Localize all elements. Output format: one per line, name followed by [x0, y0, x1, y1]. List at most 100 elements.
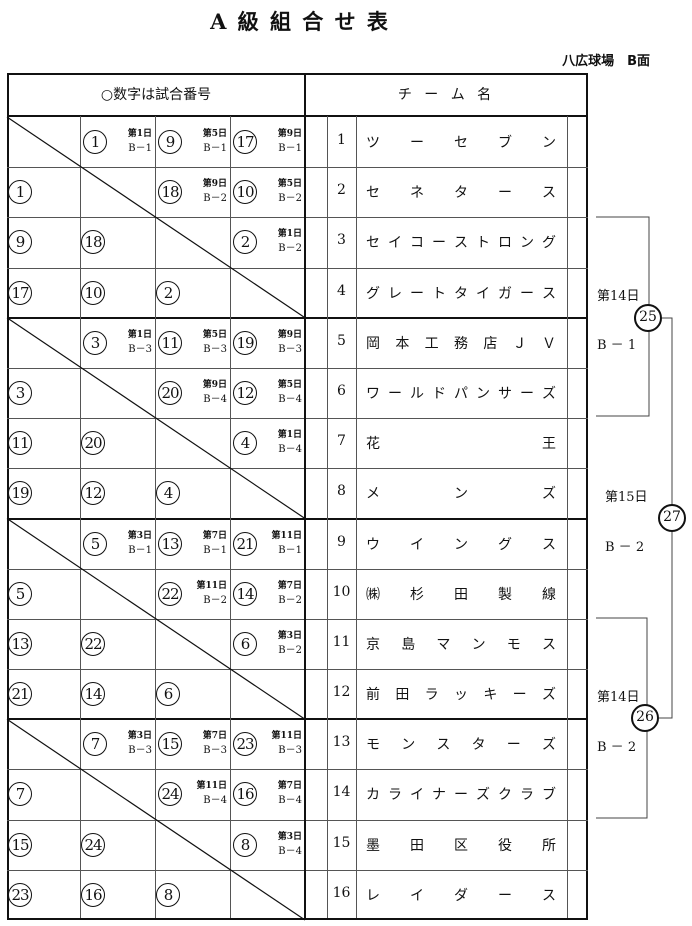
team-name-char: ン — [520, 235, 534, 252]
match-court: B－2 — [278, 243, 302, 255]
team-name: 京島マンモス — [366, 634, 556, 654]
team-name: ㈱杉田製線 — [366, 584, 556, 604]
team-name-char: ス — [542, 285, 556, 302]
match-number-circle: 15 — [158, 732, 182, 757]
match-day: 第9日 — [277, 129, 302, 139]
match-number-circle: 6 — [233, 631, 257, 656]
team-name-char: ー — [498, 185, 512, 202]
team-name-char: 区 — [454, 837, 468, 854]
team-name: ウイングス — [366, 534, 556, 554]
team-name-char: ト — [432, 285, 446, 302]
team-name: 墨田区役所 — [366, 835, 556, 855]
team-name: モンスターズ — [366, 734, 556, 754]
row-divider — [7, 718, 588, 721]
team-name-char: ワ — [366, 385, 380, 402]
match-number-circle: 14 — [81, 682, 105, 707]
team-name-char: コ — [410, 235, 424, 252]
team-name-char: ン — [476, 385, 490, 402]
match-number-circle: 1 — [8, 180, 32, 205]
match-day: 第5日 — [277, 179, 302, 190]
team-name-char: 務 — [453, 335, 468, 352]
team-name-char: ス — [436, 737, 451, 754]
team-name-char: セ — [454, 135, 468, 151]
match-day: 第1日 — [277, 430, 302, 441]
team-name-char: タ — [471, 737, 486, 754]
match-court: B－4 — [278, 393, 302, 405]
team-name-char: グ — [366, 285, 380, 302]
final-match-number: 27 — [658, 504, 686, 532]
team-name-char: ト — [476, 235, 490, 252]
row-divider — [7, 869, 588, 871]
team-name-char: モ — [366, 737, 380, 754]
header-match-note: ○数字は試合番号 — [100, 87, 212, 103]
match-number-circle: 19 — [233, 330, 257, 355]
match-court: B－4 — [278, 444, 302, 456]
match-court: B－2 — [203, 193, 227, 205]
match-day: 第3日 — [277, 630, 302, 641]
match-number-circle: 5 — [8, 581, 32, 606]
match-number-circle: 9 — [8, 230, 32, 255]
match-number-circle: 8 — [156, 882, 180, 907]
match-number-circle: 13 — [8, 631, 32, 656]
match-day: 第1日 — [127, 329, 152, 340]
match-number-circle: 7 — [8, 782, 32, 807]
row-divider — [7, 418, 588, 420]
match-number-circle: 12 — [233, 380, 257, 405]
group-diagonal — [6, 718, 306, 921]
team-name-char: ー — [520, 385, 534, 402]
group-diagonal — [6, 116, 306, 319]
match-number-circle: 13 — [158, 531, 182, 556]
team-name-char: グ — [542, 235, 556, 252]
team-name-char: ズ — [541, 687, 556, 704]
header-team-name: チ ー ム 名 — [397, 87, 496, 103]
column-divider — [230, 116, 231, 918]
team-name-char: 線 — [542, 586, 556, 603]
team-name-char: 島 — [401, 636, 416, 653]
match-court: B－1 — [278, 143, 302, 154]
match-number-circle: 19 — [8, 481, 32, 506]
match-number-circle: 18 — [81, 230, 105, 255]
match-court: B－2 — [278, 594, 302, 606]
team-name-char: 工 — [424, 335, 439, 352]
team-name-char: 京 — [366, 636, 380, 653]
team-name-char: サ — [498, 385, 512, 402]
match-number-circle: 18 — [158, 180, 182, 205]
team-number: 11 — [332, 633, 351, 650]
match-number-circle: 17 — [8, 280, 32, 305]
row-divider — [7, 568, 588, 570]
match-day: 第11日 — [196, 781, 227, 792]
team-number: 10 — [332, 583, 351, 600]
column-divider — [80, 116, 81, 918]
match-number-circle: 15 — [8, 832, 32, 857]
match-day: 第5日 — [277, 379, 302, 390]
row-divider — [7, 367, 588, 369]
team-name-char: ー — [410, 285, 424, 302]
match-day: 第9日 — [202, 179, 227, 190]
team-name-char: 田 — [395, 687, 410, 704]
team-name-char: ㈱ — [366, 586, 380, 603]
team-name-char: ラ — [424, 687, 439, 704]
match-court: B－1 — [278, 544, 302, 556]
match-day: 第5日 — [202, 329, 227, 340]
row-divider — [7, 468, 588, 470]
match-number-circle: 16 — [233, 782, 257, 807]
team-number: 7 — [337, 433, 346, 450]
team-name-char: モ — [506, 636, 521, 653]
team-name: カライナーズクラブ — [366, 784, 556, 804]
match-number-circle: 21 — [8, 682, 32, 707]
team-name-char: ラ — [388, 787, 402, 804]
team-name-char: カ — [366, 787, 380, 804]
team-name-char: 役 — [498, 837, 512, 854]
team-name: ワールドパンサーズ — [366, 383, 556, 403]
match-day: 第7日 — [202, 530, 227, 541]
match-court: B－1 — [203, 143, 227, 154]
match-number-circle: 20 — [158, 380, 182, 405]
match-number-circle: 3 — [83, 330, 107, 355]
team-name-char: ル — [410, 385, 424, 402]
match-number-circle: 24 — [158, 782, 182, 807]
team-name-char: ー — [410, 135, 424, 151]
match-number-circle: 12 — [81, 481, 105, 506]
team-name-char: ン — [401, 737, 416, 754]
